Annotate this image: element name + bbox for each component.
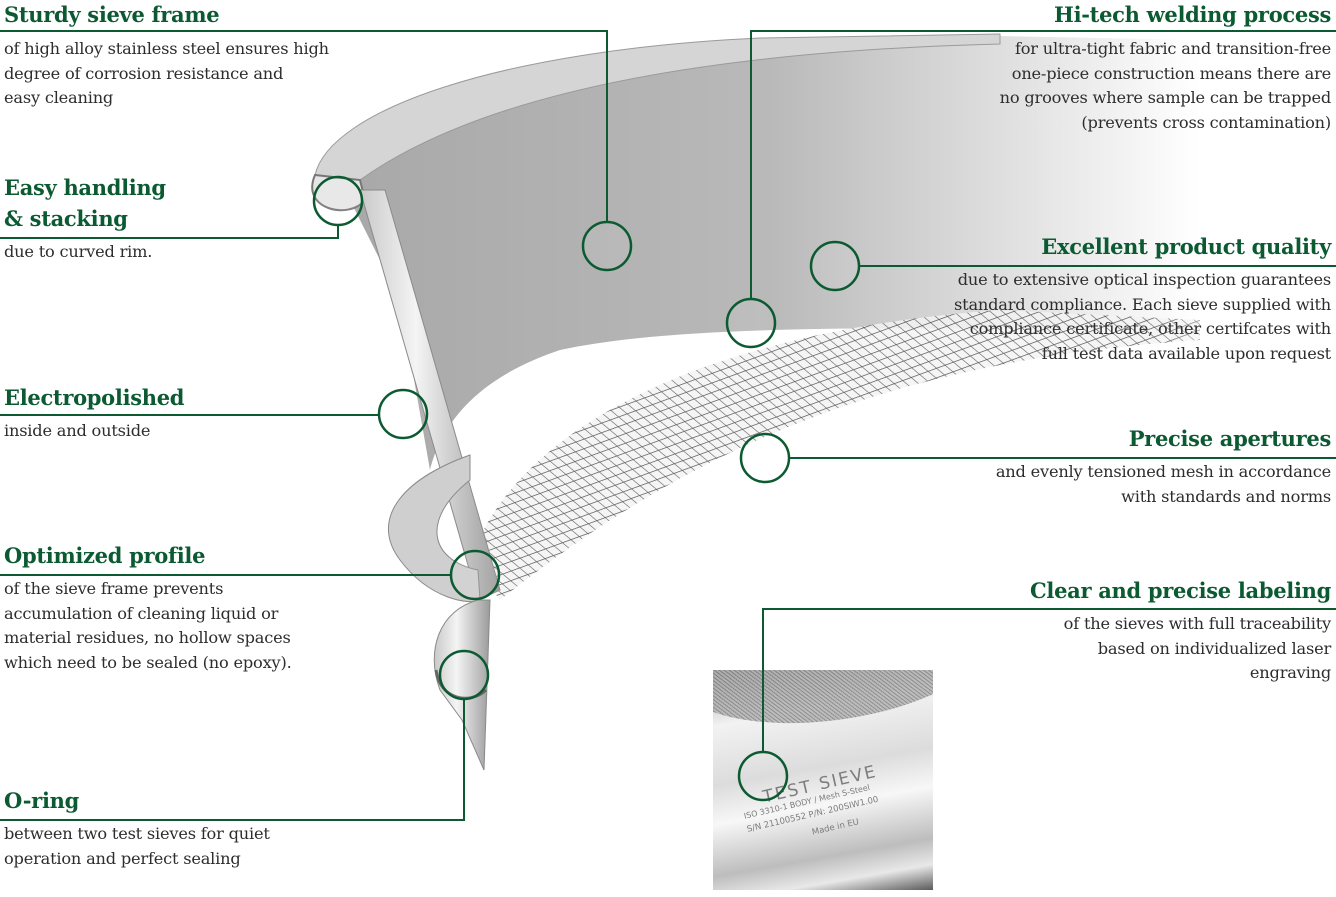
callout-title: Optimized profile xyxy=(4,543,206,568)
callout-title: Clear and precise labeling xyxy=(1029,578,1331,603)
callout-apertures: Precise apertures and evenly tensioned m… xyxy=(996,423,1331,509)
callout-title: Precise apertures xyxy=(1128,426,1332,451)
callout-welding: Hi-tech welding process for ultra-tight … xyxy=(999,0,1332,135)
callout-text: due to extensive optical inspection guar… xyxy=(954,270,1331,363)
callout-text: for ultra-tight fabric and transition-fr… xyxy=(999,39,1332,132)
engraving-detail-photo: TEST SIEVE ISO 3310-1 BODY / Mesh S-Stee… xyxy=(713,670,933,890)
callout-title: Sturdy sieve frame xyxy=(4,2,220,27)
callout-title: Hi-tech welding process xyxy=(1054,2,1331,27)
callout-easy-handling: Easy handling& stacking due to curved ri… xyxy=(4,172,166,265)
callout-text: of high alloy stainless steel ensures hi… xyxy=(4,39,329,107)
callout-labeling: Clear and precise labeling of the sieves… xyxy=(1030,575,1331,686)
callout-sturdy-frame: Sturdy sieve frame of high alloy stainle… xyxy=(4,0,329,111)
callout-text: inside and outside xyxy=(4,421,151,440)
callout-product-quality: Excellent product quality due to extensi… xyxy=(954,231,1331,366)
callout-title: O-ring xyxy=(4,788,79,813)
callout-o-ring: O-ring between two test sieves for quiet… xyxy=(4,785,270,871)
callout-text: due to curved rim. xyxy=(4,242,153,261)
callout-circles xyxy=(312,175,861,701)
callout-optimized-profile: Optimized profile of the sieve frame pre… xyxy=(4,540,292,675)
callout-title: Electropolished xyxy=(4,385,185,410)
callout-electropolished: Electropolished inside and outside xyxy=(4,382,184,444)
callout-title: Easy handling& stacking xyxy=(4,175,166,231)
callout-title: Excellent product quality xyxy=(1041,234,1331,259)
